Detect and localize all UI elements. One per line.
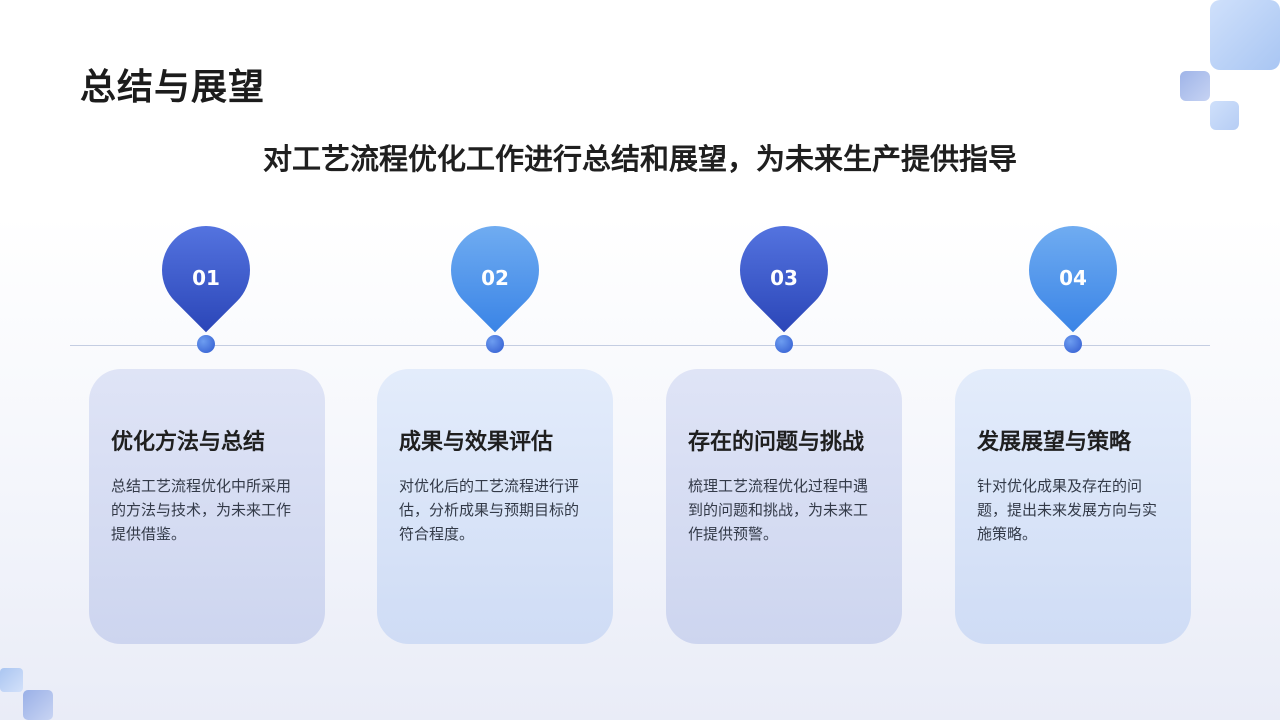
step-number: 02 [481,266,509,290]
timeline-dot [197,335,215,353]
step-card-text: 对优化后的工艺流程进行评估，分析成果与预期目标的符合程度。 [399,477,580,543]
step-card-text: 梳理工艺流程优化过程中遇到的问题和挑战，为未来工作提供预警。 [688,477,869,543]
step-card-title: 存在的问题与挑战 [688,430,865,455]
decorative-square-top-small-2 [1210,101,1239,130]
decorative-square-top-large [1210,0,1280,70]
step-card-text: 总结工艺流程优化中所采用的方法与技术，为未来工作提供借鉴。 [111,477,292,543]
step-number: 04 [1059,266,1087,290]
step-card-title: 优化方法与总结 [111,430,266,455]
step-card-1: 优化方法与总结 总结工艺流程优化中所采用的方法与技术，为未来工作提供借鉴。 [89,369,325,644]
decorative-square-top-small [1180,71,1210,101]
decorative-square-bottom-small [0,668,23,692]
timeline-dot [775,335,793,353]
step-number: 01 [192,266,220,290]
step-card-2: 成果与效果评估 对优化后的工艺流程进行评估，分析成果与预期目标的符合程度。 [377,369,613,644]
timeline-dot [1064,335,1082,353]
page-title: 总结与展望 [80,67,266,108]
decorative-square-bottom-large [23,690,53,720]
step-card-4: 发展展望与策略 针对优化成果及存在的问题，提出未来发展方向与实施策略。 [955,369,1191,644]
timeline-line [70,345,1210,346]
step-card-text: 针对优化成果及存在的问题，提出未来发展方向与实施策略。 [977,477,1158,543]
step-card-3: 存在的问题与挑战 梳理工艺流程优化过程中遇到的问题和挑战，为未来工作提供预警。 [666,369,902,644]
timeline-dot [486,335,504,353]
page-subtitle: 对工艺流程优化工作进行总结和展望，为未来生产提供指导 [262,142,1017,176]
step-number: 03 [770,266,798,290]
step-card-title: 发展展望与策略 [977,430,1132,455]
step-card-title: 成果与效果评估 [399,430,554,455]
